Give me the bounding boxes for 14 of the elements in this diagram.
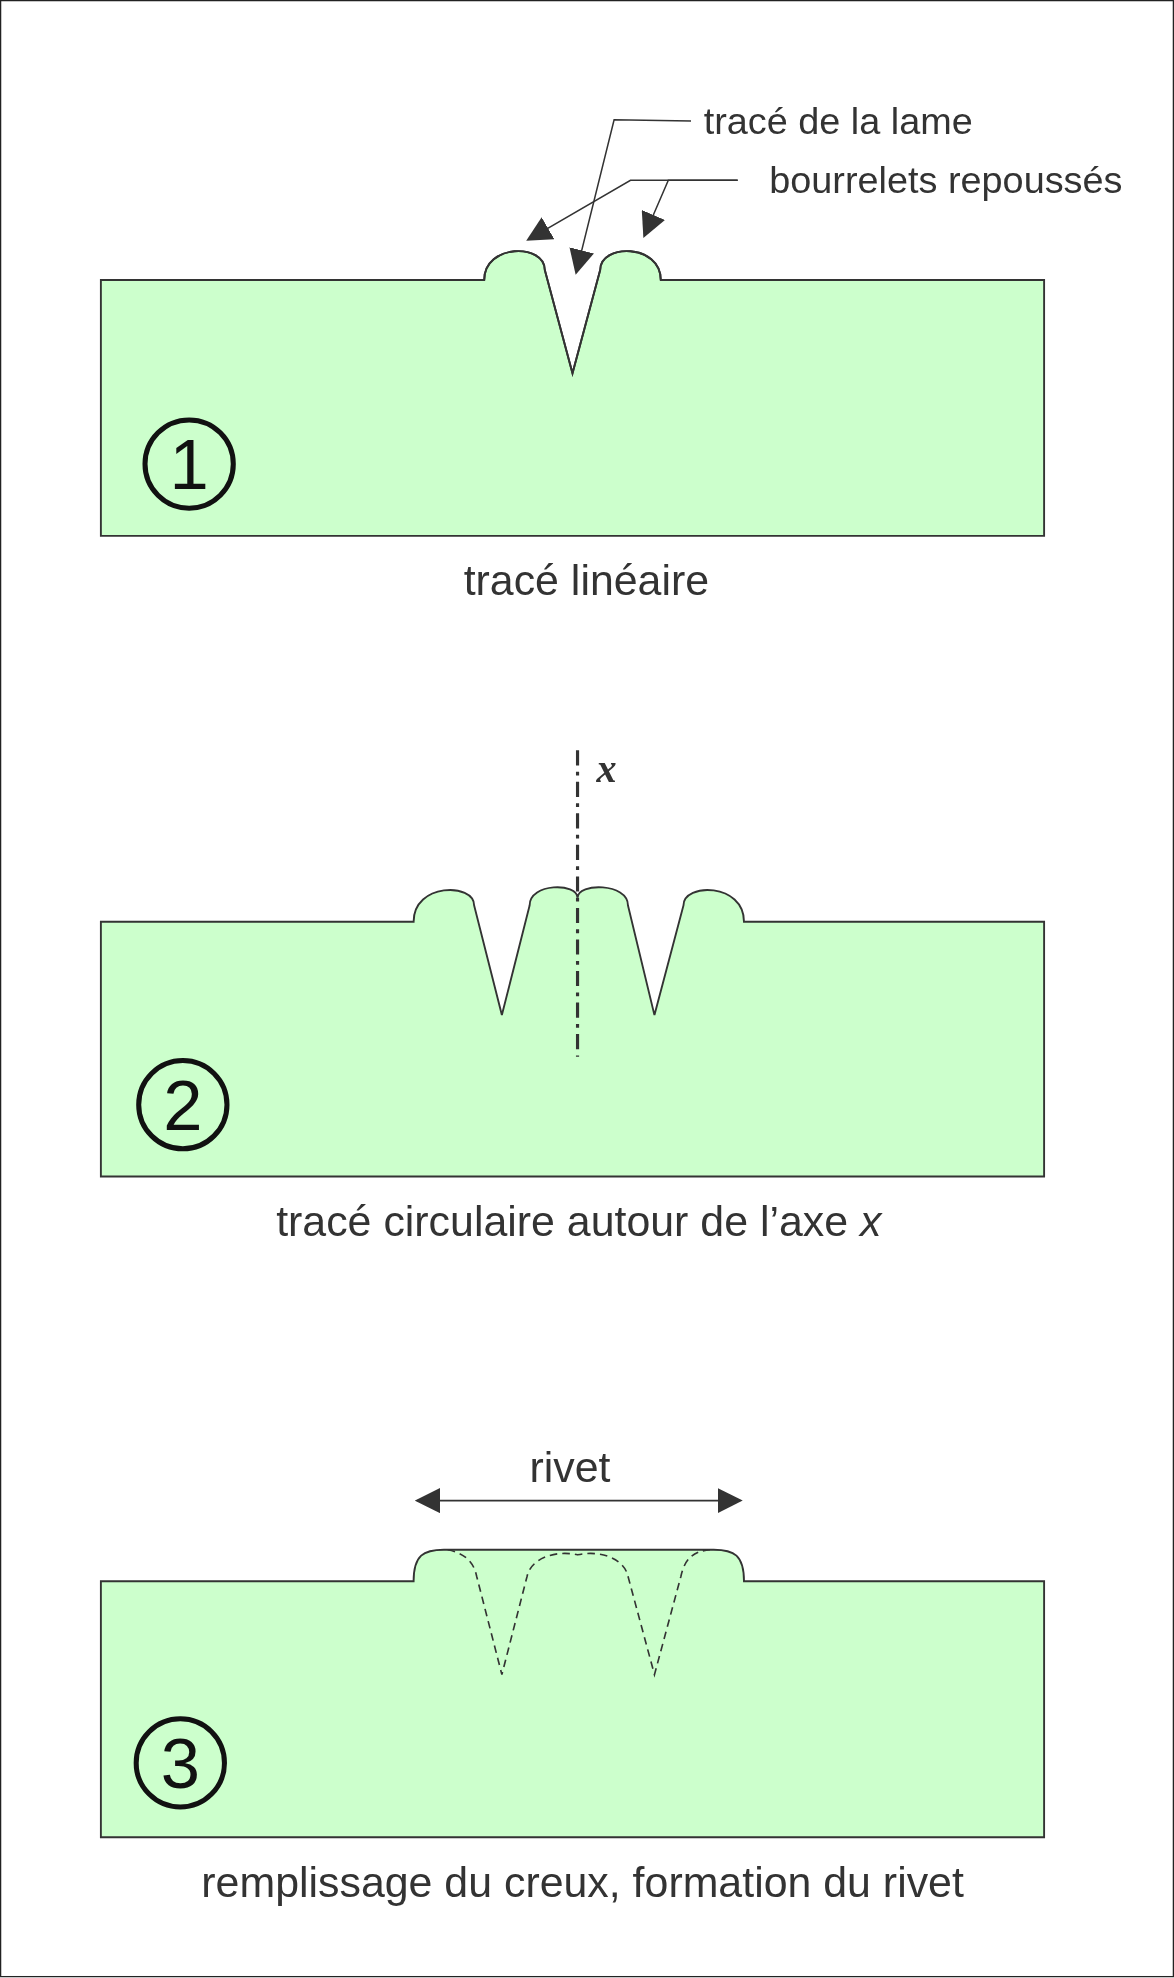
leader-line [641, 179, 739, 239]
part-label: bourrelets repoussés [769, 161, 1123, 200]
groove-outline [543, 268, 602, 377]
bump-outline [483, 250, 546, 281]
caption: tracé linéaire [463, 558, 710, 602]
axis-label: x [596, 747, 617, 789]
dimension-label: rivet [529, 1445, 611, 1488]
callout-number: 2 [136, 1058, 230, 1152]
caption: tracé circulaire autour de l’axe x [276, 1199, 882, 1243]
callout-number: 3 [133, 1716, 227, 1810]
bump-outline [599, 250, 662, 281]
part-label: tracé de la lame [703, 102, 973, 140]
leader-line [569, 119, 692, 275]
callout-number: 1 [142, 417, 236, 511]
